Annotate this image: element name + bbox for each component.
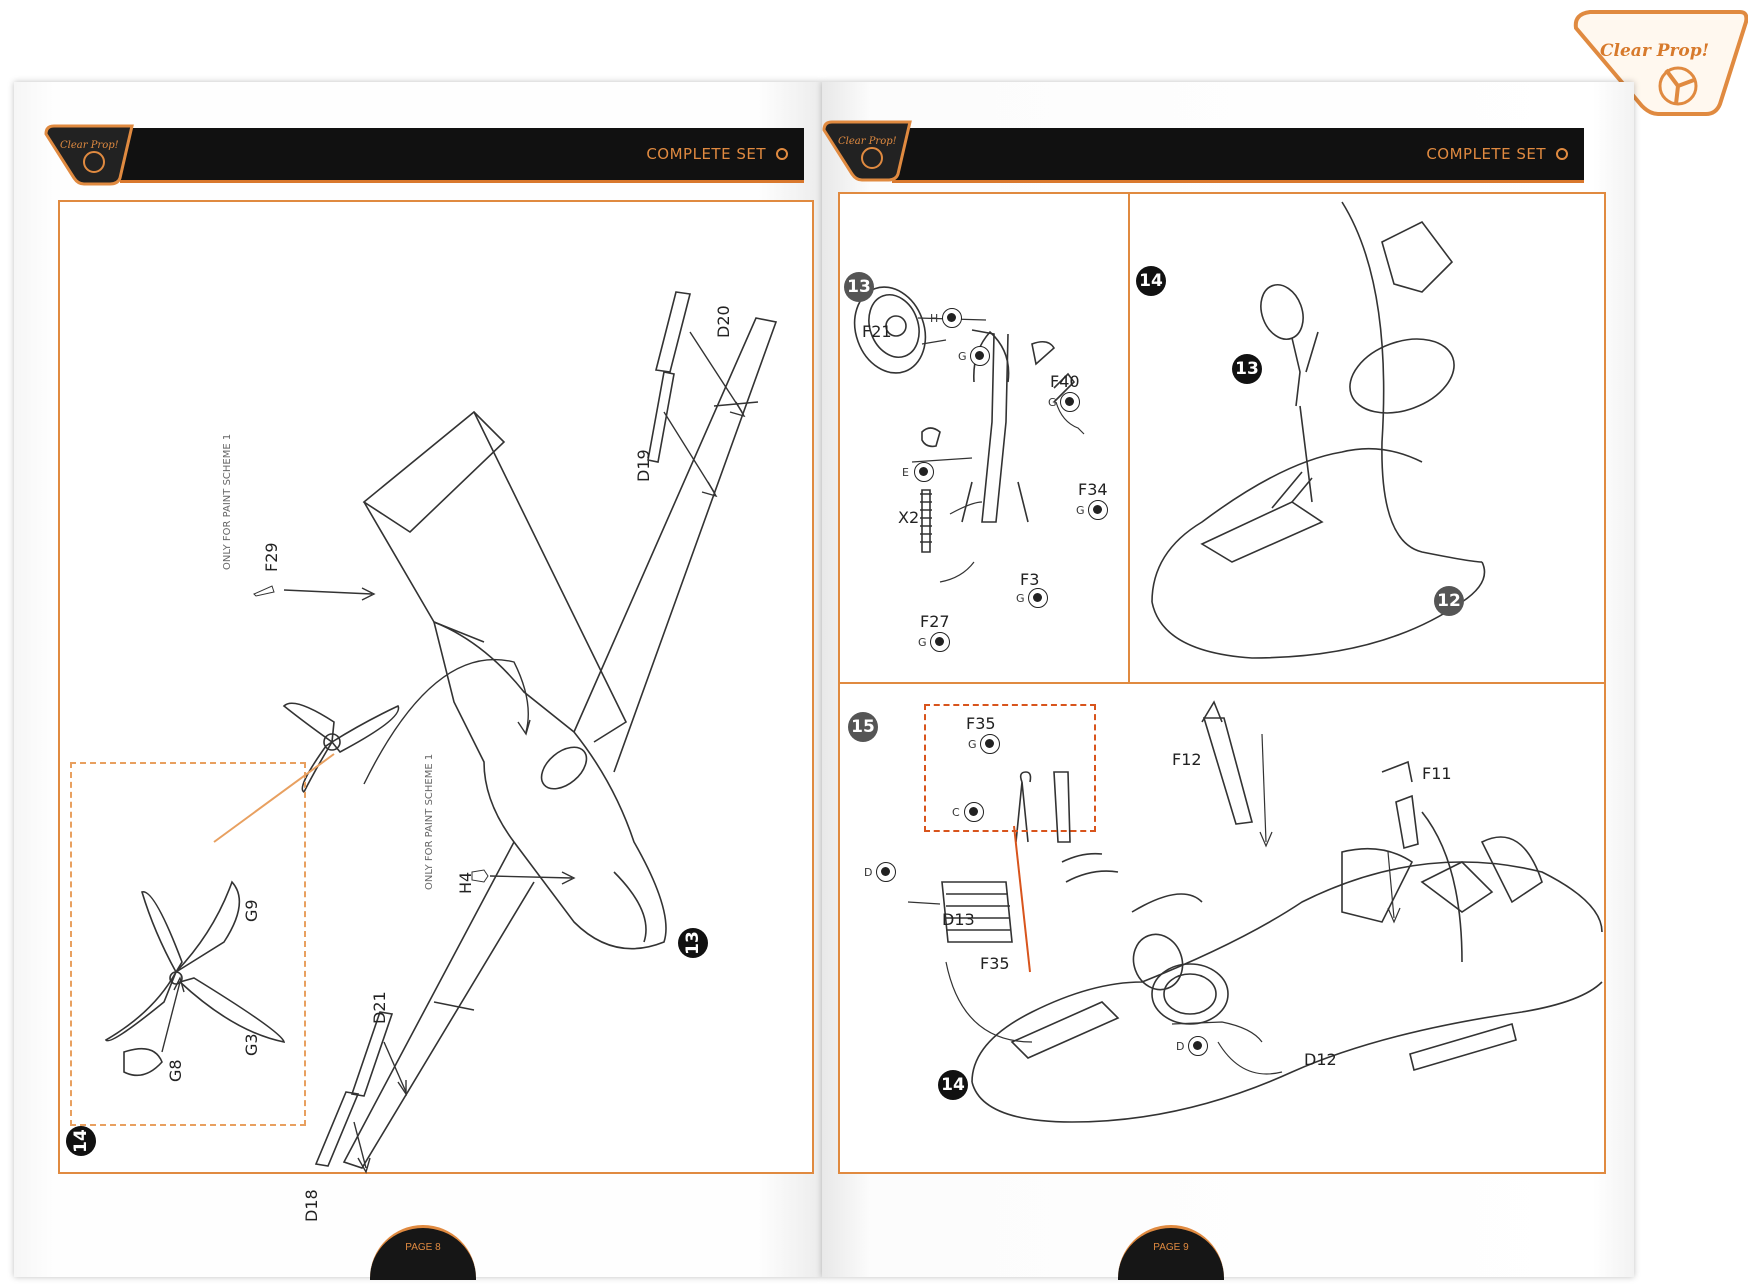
step-ref-12: 12 [1434, 586, 1464, 616]
part-f3: F3 [1020, 570, 1040, 589]
paint-code-h: H [930, 312, 939, 325]
part-d21: D21 [370, 991, 389, 1024]
paint-marker-icon [930, 632, 950, 652]
part-f12: F12 [1172, 750, 1202, 769]
part-h4-shape [471, 869, 489, 883]
part-d19: D19 [634, 449, 653, 482]
part-g9: G9 [242, 899, 261, 922]
part-d18: D18 [302, 1189, 321, 1222]
paint-marker-icon [1060, 392, 1080, 412]
paint-code-c: C [952, 806, 960, 819]
part-d20: D20 [714, 305, 733, 338]
step-ref-14: 14 [938, 1070, 968, 1100]
note-f29-paint-scheme: ONLY FOR PAINT SCHEME 1 [222, 433, 233, 570]
clear-prop-logo: Clear Prop! [1573, 10, 1748, 116]
logo-text: Clear Prop! [1600, 41, 1709, 61]
paint-marker-icon [1028, 588, 1048, 608]
instruction-spread: COMPLETE SET Clear Prop! [14, 82, 1634, 1280]
header-dot-icon [776, 148, 788, 160]
paint-code-g: G [918, 636, 927, 649]
paint-marker-icon [942, 308, 962, 328]
step-number-14: 14 [66, 1126, 96, 1156]
header-badge-icon: Clear Prop! [44, 124, 134, 186]
paint-marker-icon [980, 734, 1000, 754]
step-ref-13: 13 [1232, 354, 1262, 384]
header-dot-icon [1556, 148, 1568, 160]
part-d13: D13 [942, 910, 975, 929]
part-f27: F27 [920, 612, 950, 631]
lever-detail-box [924, 704, 1096, 832]
part-g3: G3 [242, 1033, 261, 1056]
note-h4-paint-scheme: ONLY FOR PAINT SCHEME 1 [424, 753, 435, 890]
header-title: COMPLETE SET [1426, 145, 1546, 163]
page-8-header: COMPLETE SET [120, 128, 804, 183]
part-f35-detail: F35 [966, 714, 996, 733]
part-f40: F40 [1050, 372, 1080, 391]
step-ref-13: 13 [678, 928, 708, 958]
part-d12: D12 [1304, 1050, 1337, 1069]
header-title: COMPLETE SET [646, 145, 766, 163]
paint-code-e: E [902, 466, 909, 479]
paint-code-d: D [864, 866, 873, 879]
svg-text:Clear Prop!: Clear Prop! [838, 136, 897, 147]
svg-text:Clear Prop!: Clear Prop! [60, 140, 119, 151]
part-g8: G8 [166, 1059, 185, 1082]
part-f35: F35 [980, 954, 1010, 973]
paint-marker-icon [1188, 1036, 1208, 1056]
part-f21: F21 [862, 322, 892, 341]
part-f29-shape [253, 585, 275, 597]
step-number-13: 13 [844, 272, 874, 302]
aircraft-assembly-drawing [104, 291, 778, 1174]
paint-marker-icon [1088, 500, 1108, 520]
paint-code-d: D [1176, 1040, 1185, 1053]
page-8: COMPLETE SET Clear Prop! [14, 82, 822, 1280]
page-9: COMPLETE SET Clear Prop! [822, 82, 1634, 1280]
paint-code-g: G [1048, 396, 1057, 409]
divider-horizontal [840, 682, 1604, 684]
paint-code-g: G [1076, 504, 1085, 517]
divider-vertical [1128, 194, 1130, 684]
assembly-frame-step-14 [58, 200, 814, 1174]
part-f29: F29 [262, 542, 281, 572]
part-f11: F11 [1422, 764, 1452, 783]
page-number: PAGE 9 [1153, 1242, 1189, 1253]
step-number-15: 15 [848, 712, 878, 742]
paint-marker-icon [970, 346, 990, 366]
landing-gear-drawings [853, 201, 1603, 1123]
paint-marker-icon [914, 462, 934, 482]
page-9-header: COMPLETE SET [892, 128, 1584, 183]
propeller-detail-box [70, 762, 306, 1126]
step-number-14: 14 [1136, 266, 1166, 296]
page-number: PAGE 8 [405, 1242, 441, 1253]
part-f34: F34 [1078, 480, 1108, 499]
header-badge-icon: Clear Prop! [822, 120, 912, 182]
paint-marker-icon [964, 802, 984, 822]
part-x2: X2 [898, 508, 920, 527]
paint-code-g: G [958, 350, 967, 363]
paint-code-g: G [968, 738, 977, 751]
paint-code-g: G [1016, 592, 1025, 605]
paint-marker-icon [876, 862, 896, 882]
